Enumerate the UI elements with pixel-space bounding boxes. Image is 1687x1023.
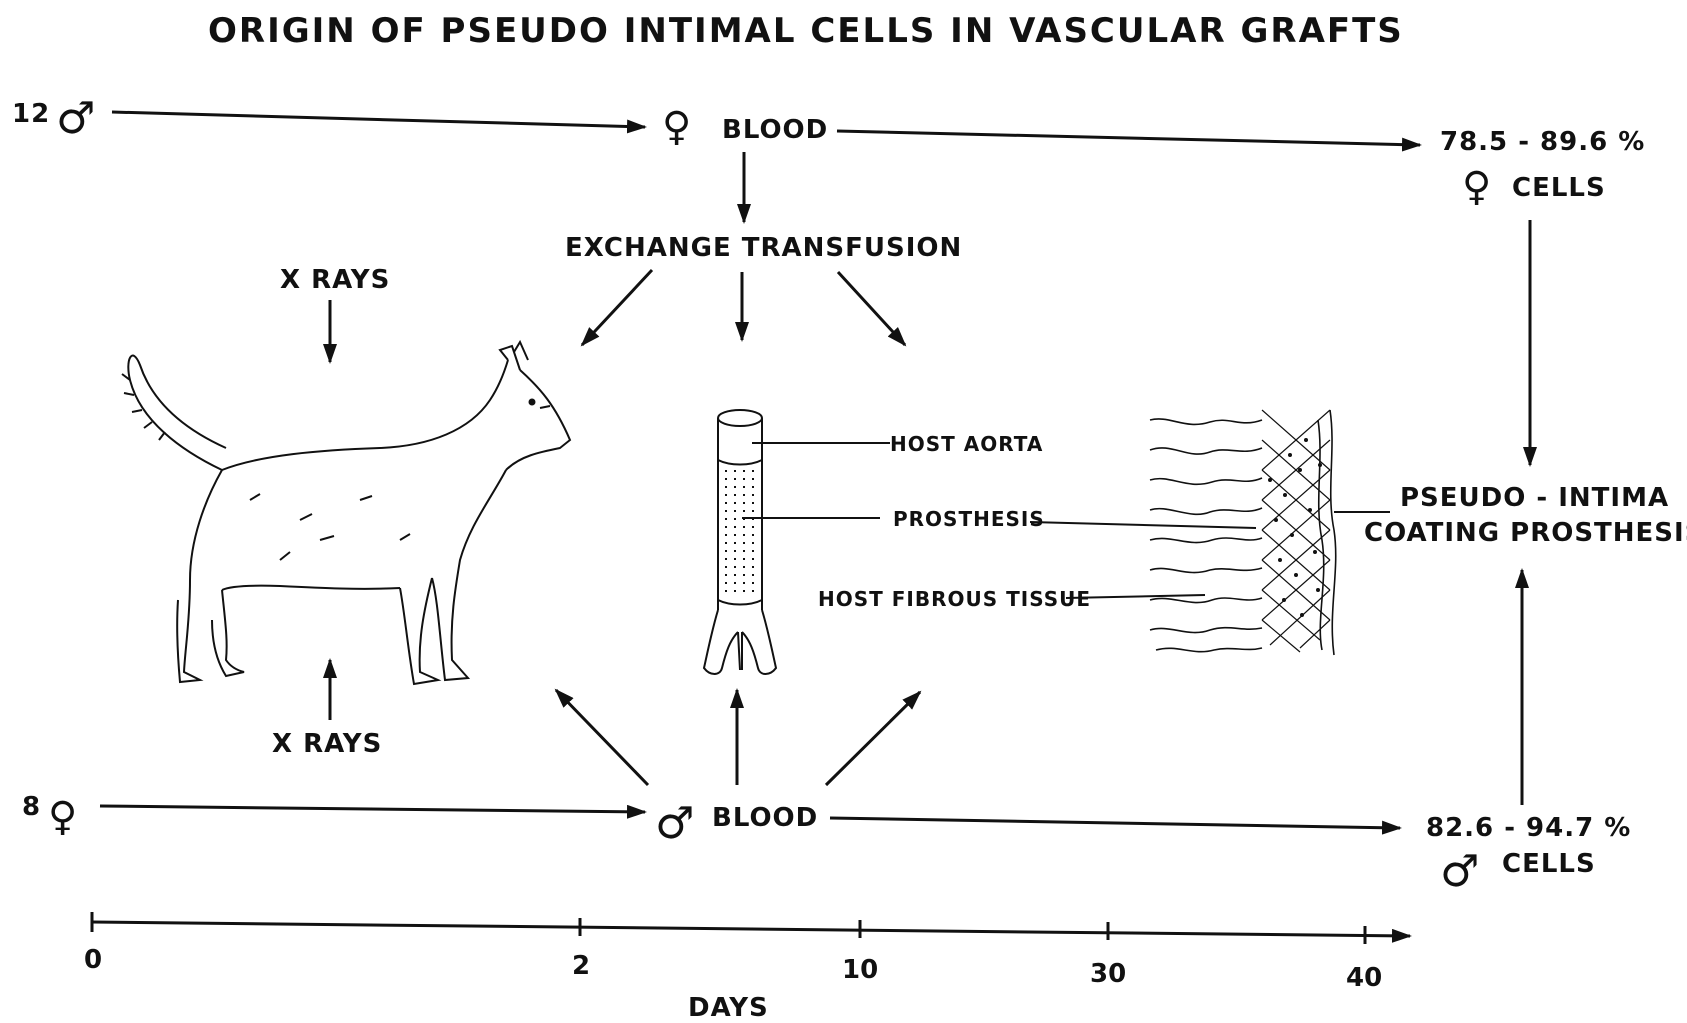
arrow-exchange-to-dog <box>582 270 652 345</box>
host-fibrous-tissue-label: HOST FIBROUS TISSUE <box>818 587 1091 611</box>
top-blood-label: BLOOD <box>722 115 828 145</box>
bottom-result-percent: 82.6 - 94.7 % <box>1426 813 1631 843</box>
bottom-blood-label: BLOOD <box>712 803 818 833</box>
dog-illustration <box>122 342 570 684</box>
arrow-blood-to-tissue <box>826 692 920 785</box>
female-symbol-icon: ♀ <box>1462 164 1491 210</box>
male-symbol-icon: ♂ <box>56 93 95 144</box>
arrow-exchange-to-tissue <box>838 272 905 345</box>
female-symbol-icon: ♀ <box>48 794 77 840</box>
arrow-bottom-blood-to-result <box>830 818 1400 828</box>
xrays-top-label: X RAYS <box>280 265 390 295</box>
tick-label-0: 0 <box>84 945 102 975</box>
graft-prosthesis-illustration <box>704 410 776 674</box>
top-donor-count: 12 <box>12 99 50 129</box>
exchange-transfusion-label: EXCHANGE TRANSFUSION <box>565 233 962 263</box>
xrays-bottom-label: X RAYS <box>272 729 382 759</box>
top-result-label: CELLS <box>1512 173 1606 203</box>
tissue-section-illustration <box>1150 410 1336 655</box>
male-symbol-icon: ♂ <box>1440 846 1479 897</box>
timeline-days-label: DAYS <box>688 993 769 1023</box>
arrow-blood-to-dog <box>556 690 648 785</box>
male-symbol-icon: ♂ <box>655 798 694 849</box>
tick-label-10: 10 <box>842 955 878 985</box>
diagram-title: ORIGIN OF PSEUDO INTIMAL CELLS IN VASCUL… <box>208 11 1404 51</box>
timeline-axis <box>92 922 1410 936</box>
timeline: 0 2 10 30 40 DAYS <box>84 912 1410 1023</box>
tick-label-30: 30 <box>1090 959 1126 989</box>
arrow-top-donor-to-blood <box>112 112 645 127</box>
arrow-bottom-donor-to-blood <box>100 806 645 812</box>
bottom-result-label: CELLS <box>1502 849 1596 879</box>
pseudo-intima-line1: PSEUDO - INTIMA <box>1400 483 1669 513</box>
pseudo-intima-line2: COATING PROSTHESIS <box>1364 518 1687 548</box>
prosthesis-leader-right <box>1030 522 1256 528</box>
top-result-percent: 78.5 - 89.6 % <box>1440 127 1645 157</box>
prosthesis-label: PROSTHESIS <box>893 507 1045 531</box>
tick-label-40: 40 <box>1346 963 1382 993</box>
female-symbol-icon: ♀ <box>662 104 691 150</box>
arrow-top-blood-to-result <box>837 131 1420 145</box>
bottom-donor-count: 8 <box>22 792 41 822</box>
host-aorta-label: HOST AORTA <box>890 432 1043 456</box>
tick-label-2: 2 <box>572 951 590 981</box>
